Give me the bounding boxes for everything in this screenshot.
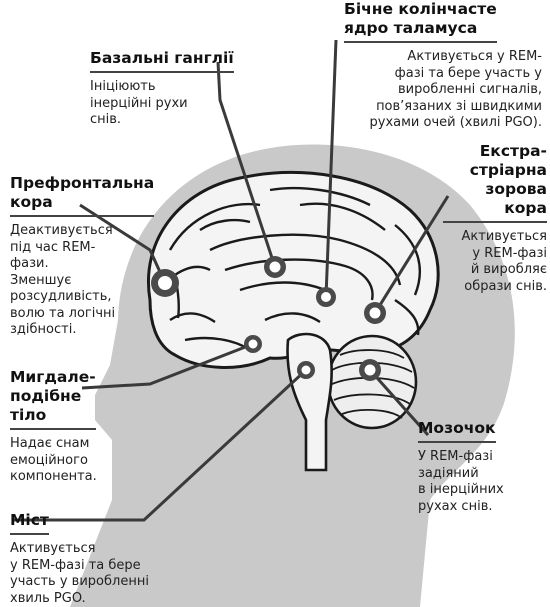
- region-markers: [151, 256, 386, 381]
- lateral-geniculate-title: Бічне колінчасте ядро таламуса: [344, 0, 497, 43]
- leader-pons: [12, 368, 308, 522]
- marker-prefrontal: [151, 269, 179, 297]
- label-lateral-geniculate: Бічне колінчасте ядро таламуса Активуєть…: [344, 0, 542, 132]
- extrastriate-desc: Активується у REM-фазі й виробляє образи…: [461, 229, 547, 294]
- cerebellum-desc: У REM-фазі задіяний в інерційних рухах с…: [418, 449, 504, 514]
- prefrontal-title: Префронтальна кора: [10, 174, 155, 217]
- label-extrastriate: Екстра- стріарна зорова кора Активується…: [443, 142, 547, 295]
- marker-amygdala: [244, 335, 262, 353]
- amygdala-title: Мигдале- подібне тіло: [10, 368, 96, 430]
- leader-amygdala: [81, 342, 254, 390]
- label-amygdala: Мигдале- подібне тіло Надає снам емоційн…: [10, 368, 97, 486]
- marker-extrastriate: [364, 302, 386, 324]
- marker-pons: [297, 361, 315, 379]
- leader-basal-ganglia: [216, 61, 277, 268]
- leader-extrastriate: [373, 195, 450, 314]
- basal-ganglia-title: Базальні ганглії: [90, 49, 234, 73]
- label-prefrontal: Префронтальна кора Деактивується під час…: [10, 174, 155, 339]
- leader-lines: [12, 39, 450, 522]
- label-cerebellum: Мозочок У REM-фазі задіяний в інерційних…: [418, 418, 522, 515]
- pons-desc: Активується у REM-фазі та бере участь у …: [10, 541, 149, 606]
- extrastriate-title: Екстра- стріарна зорова кора: [443, 142, 547, 223]
- marker-basal-ganglia: [264, 256, 286, 278]
- marker-cerebellum: [359, 359, 381, 381]
- leader-lateral-geniculate: [324, 39, 338, 298]
- leader-cerebellum: [368, 369, 430, 436]
- amygdala-desc: Надає снам емоційного компонента.: [10, 436, 97, 484]
- lateral-geniculate-desc: Активується у REM- фазі та бере участь у…: [369, 49, 543, 130]
- cerebellum-title: Мозочок: [418, 419, 496, 443]
- pons-title: Міст: [10, 511, 49, 535]
- cerebellum-shape: [326, 334, 418, 430]
- prefrontal-desc: Деактивується під час REM- фази. Зменшує…: [10, 223, 116, 337]
- label-basal-ganglia: Базальні ганглії Ініціюють інерційні рух…: [90, 48, 234, 129]
- basal-ganglia-desc: Ініціюють інерційні рухи снів.: [90, 79, 188, 127]
- label-pons: Міст Активується у REM-фазі та бере учас…: [10, 510, 149, 607]
- marker-lateral-geniculate: [316, 287, 336, 307]
